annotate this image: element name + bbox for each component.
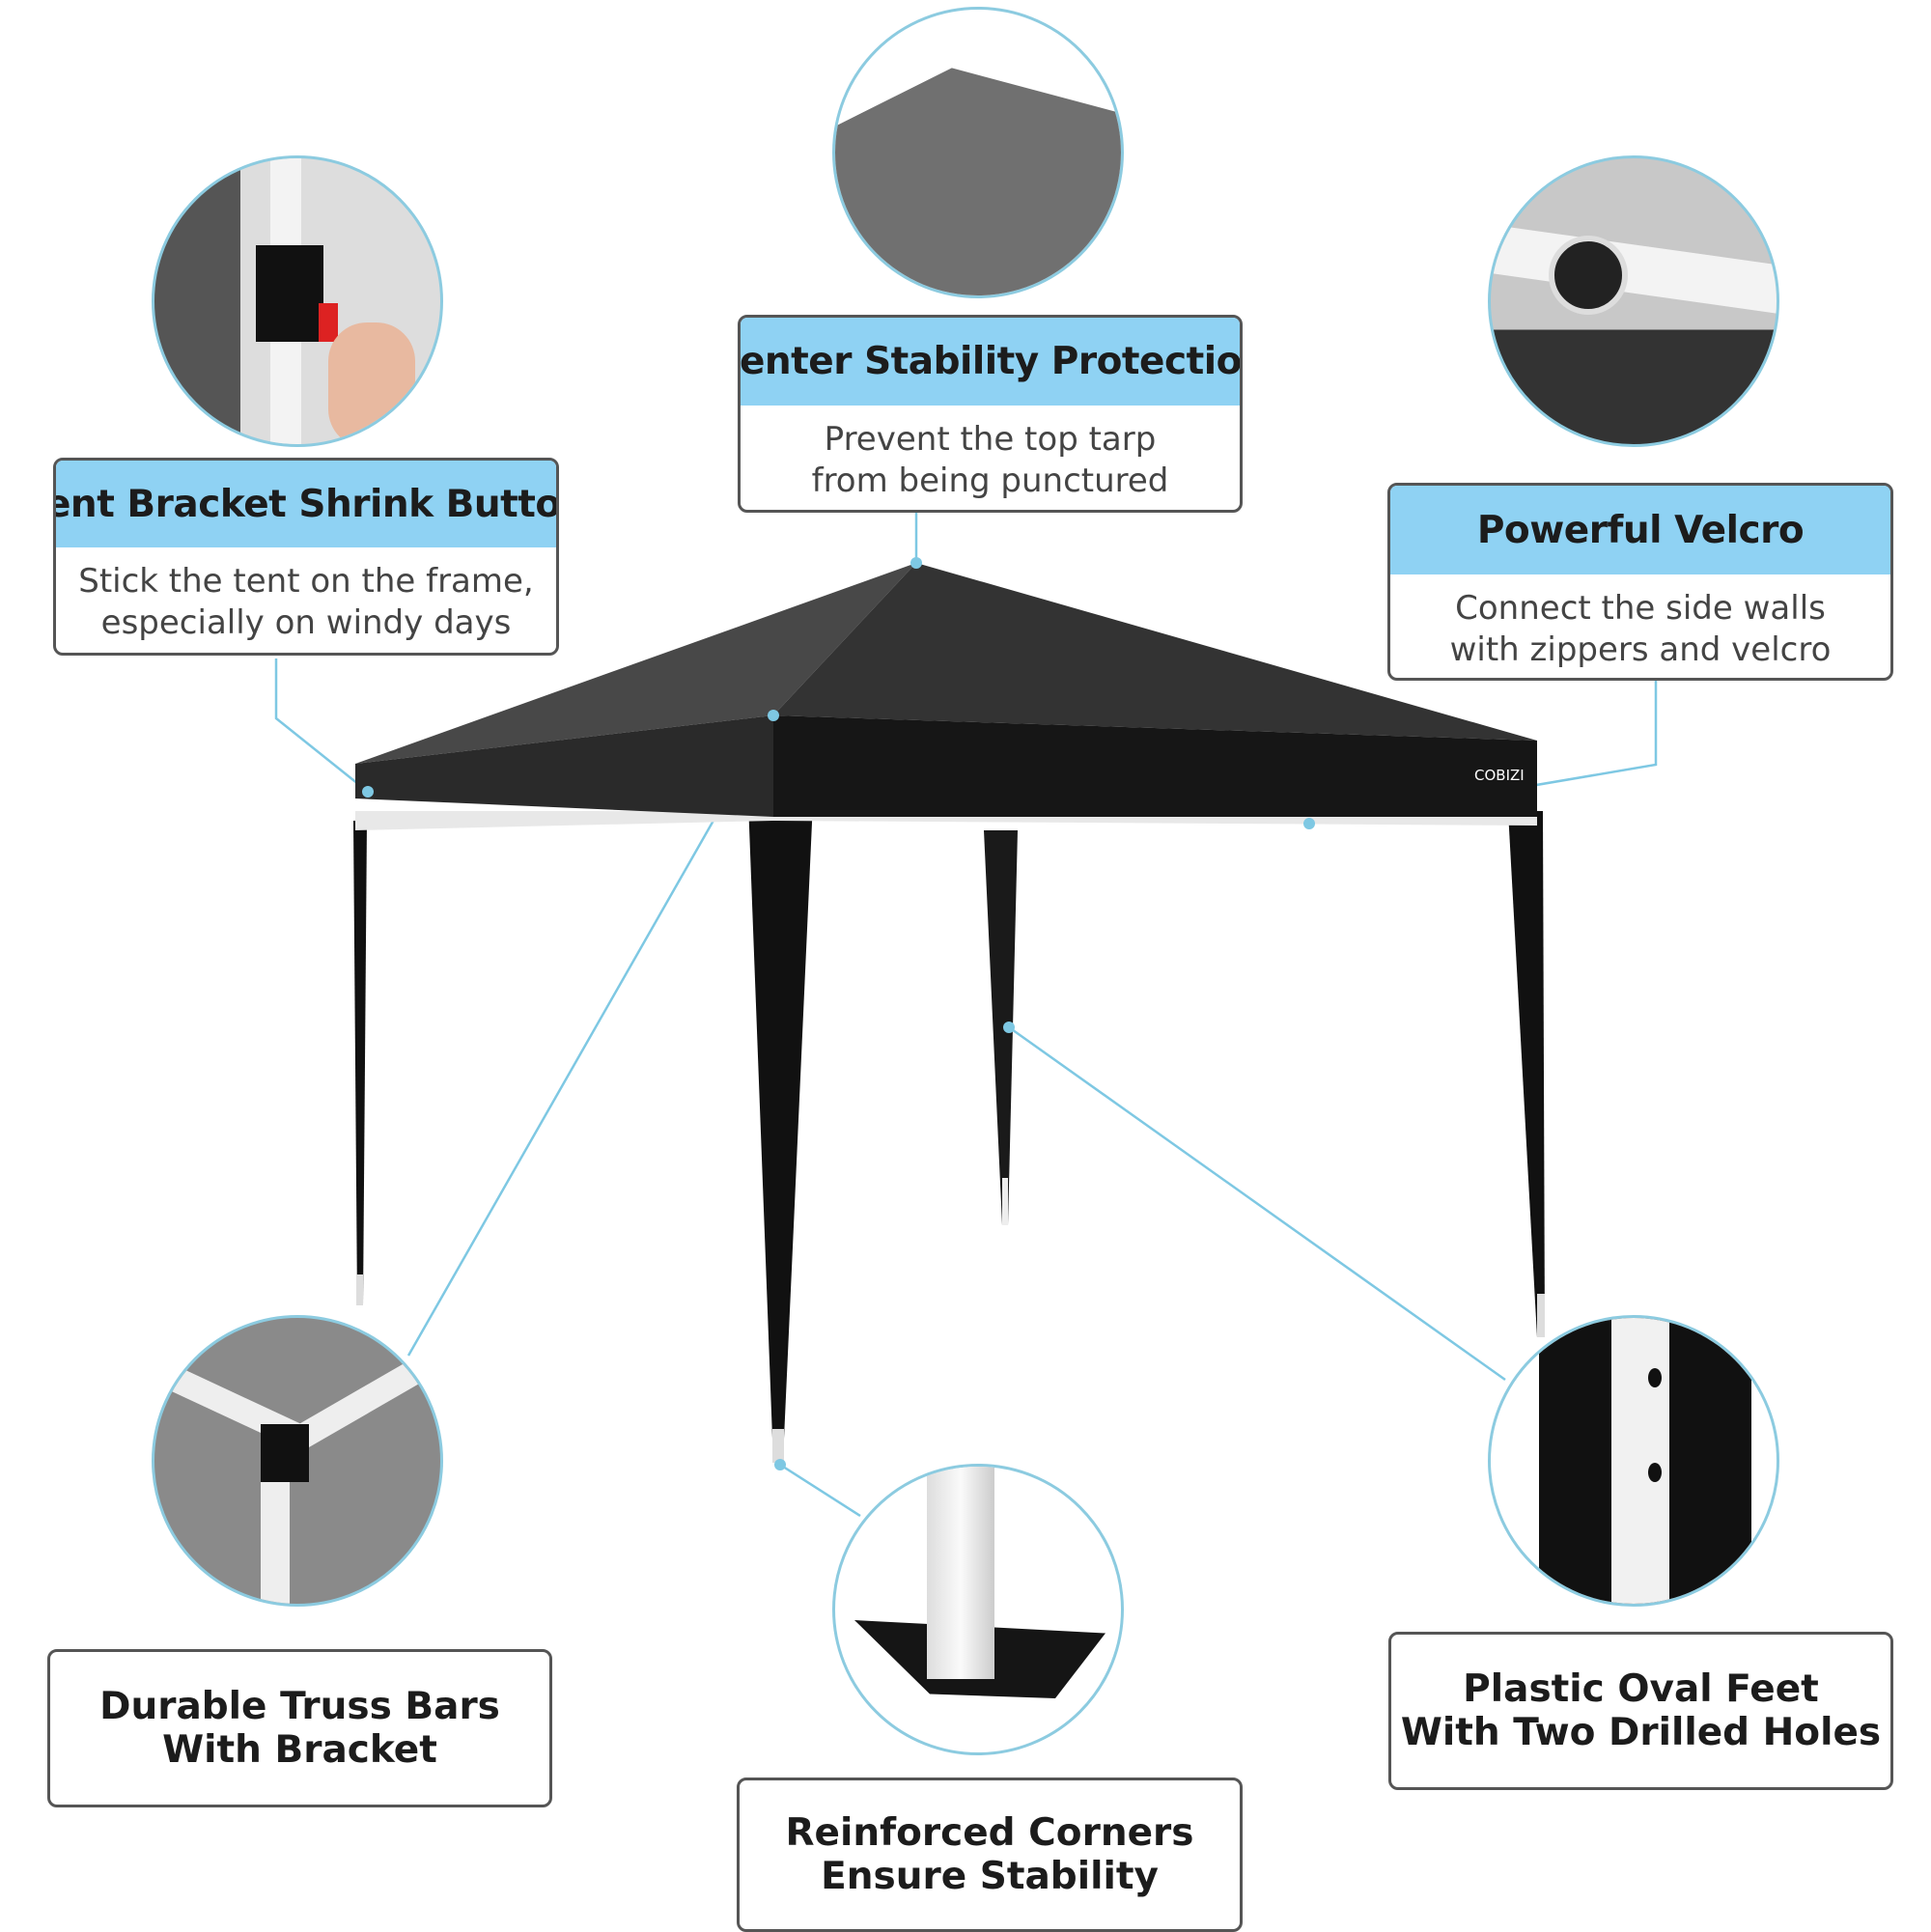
feature-title: Powerful Velcro xyxy=(1390,486,1890,574)
feature-label-line: Durable Truss Bars xyxy=(99,1685,500,1728)
feature-desc-line: Prevent the top tarp xyxy=(824,420,1157,459)
detail-image-corner-foot xyxy=(832,1464,1124,1755)
feature-card-bracket-button: Tent Bracket Shrink Button Stick the ten… xyxy=(53,458,559,656)
feature-label-line: With Bracket xyxy=(162,1728,437,1772)
leader-dots xyxy=(362,557,1315,1470)
feature-card-center-stability: Center Stability Protection Prevent the … xyxy=(738,315,1243,513)
feature-title: Tent Bracket Shrink Button xyxy=(56,461,556,547)
detail-image-velcro xyxy=(1488,155,1779,447)
detail-image-truss-bars xyxy=(152,1315,443,1607)
feature-label-line: With Two Drilled Holes xyxy=(1400,1711,1882,1754)
feature-desc-line: with zippers and velcro xyxy=(1449,630,1832,669)
feature-title: Center Stability Protection xyxy=(741,318,1240,406)
feature-desc-line: from being punctured xyxy=(811,462,1169,500)
feature-label-line: Reinforced Corners xyxy=(785,1811,1194,1855)
tent-canopy xyxy=(355,563,1537,830)
leader-lines xyxy=(274,513,1658,1518)
feature-card-truss-bars: Durable Truss Bars With Bracket xyxy=(47,1649,552,1807)
detail-image-canopy-top xyxy=(832,7,1124,298)
tent-legs xyxy=(353,801,1545,1463)
brand-label: COBIZI xyxy=(1474,767,1525,784)
detail-image-oval-feet xyxy=(1488,1315,1779,1607)
feature-label-line: Plastic Oval Feet xyxy=(1463,1667,1819,1711)
feature-card-velcro: Powerful Velcro Connect the side walls w… xyxy=(1387,483,1893,681)
feature-desc-line: Stick the tent on the frame, xyxy=(78,562,534,601)
feature-label-line: Ensure Stability xyxy=(821,1855,1159,1898)
feature-desc-line: Connect the side walls xyxy=(1455,589,1826,628)
feature-card-oval-feet: Plastic Oval Feet With Two Drilled Holes xyxy=(1388,1632,1893,1790)
detail-image-bracket-button xyxy=(152,155,443,447)
feature-card-reinforced-corners: Reinforced Corners Ensure Stability xyxy=(737,1778,1243,1932)
feature-desc-line: especially on windy days xyxy=(100,603,512,642)
